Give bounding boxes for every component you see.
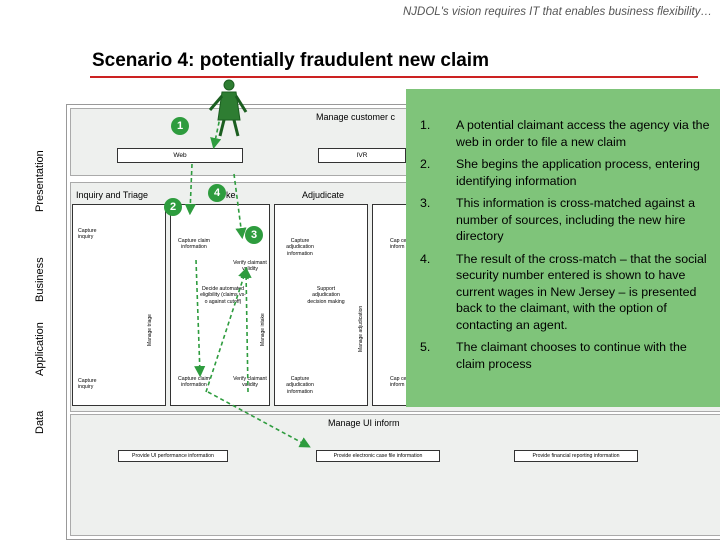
adjudicate-label: Adjudicate bbox=[302, 190, 345, 200]
note-item: 2. She begins the application process, e… bbox=[420, 156, 714, 189]
slide-title: Scenario 4: potentially fraudulent new c… bbox=[92, 50, 489, 71]
verify-validity-top: Verify claimant validity bbox=[233, 260, 267, 273]
title-rule bbox=[90, 76, 698, 78]
layer-label-data: Data bbox=[34, 410, 46, 434]
performance-info-box: Provide UI performance information bbox=[118, 450, 228, 462]
certification-panel bbox=[372, 204, 412, 406]
note-item: 1. A potential claimant access the agenc… bbox=[420, 117, 714, 150]
capture-adjudication-top: Capture adjudication information bbox=[286, 238, 314, 257]
financial-reporting-box: Provide financial reporting information bbox=[514, 450, 638, 462]
note-number: 2. bbox=[420, 157, 431, 171]
capture-inquiry-top: Capture inquiry bbox=[78, 228, 97, 241]
capture-claim-info-top: Capture claim information bbox=[177, 238, 210, 251]
case-file-info-box: Provide electronic case file information bbox=[316, 450, 440, 462]
verify-validity-bottom: Verify claimant validity bbox=[233, 376, 267, 389]
step-marker-3: 3 bbox=[245, 226, 263, 244]
note-number: 5. bbox=[420, 340, 431, 354]
scenario-notes-panel: 1. A potential claimant access the agenc… bbox=[406, 89, 720, 407]
inquiry-triage-label: Inquiry and Triage bbox=[76, 190, 149, 200]
note-text: A potential claimant access the agency v… bbox=[456, 118, 710, 149]
manage-triage-label: Manage triage bbox=[147, 314, 153, 346]
manage-customer-label: Manage customer c bbox=[316, 112, 396, 122]
capture-certification-top: Cap certi inform bbox=[390, 238, 411, 251]
support-adjudication: Support adjudication decision making bbox=[307, 286, 345, 305]
capture-inquiry-bottom: Capture inquiry bbox=[78, 378, 97, 391]
ivr-channel-box: IVR bbox=[318, 148, 406, 163]
capture-certification-bottom: Cap certi inform bbox=[390, 376, 411, 389]
note-number: 3. bbox=[420, 196, 431, 210]
data-band bbox=[70, 414, 720, 536]
decide-eligibility: Decide automated eligibility (claims vs-… bbox=[200, 286, 246, 305]
intake-label-fragment: ke bbox=[226, 190, 236, 200]
adjudicate-panel bbox=[274, 204, 368, 406]
manage-adjudication-label: Manage adjudication bbox=[358, 305, 364, 352]
layer-label-presentation: Presentation bbox=[34, 150, 46, 212]
note-item: 5. The claimant chooses to continue with… bbox=[420, 339, 714, 372]
web-channel-box: Web bbox=[117, 148, 243, 163]
manage-ui-label: Manage UI inform bbox=[328, 418, 400, 428]
note-text: The result of the cross-match – that the… bbox=[456, 251, 707, 332]
inquiry-triage-panel bbox=[72, 204, 166, 406]
note-number: 1. bbox=[420, 118, 431, 132]
note-text: This information is cross-matched agains… bbox=[456, 196, 695, 243]
note-text: She begins the application process, ente… bbox=[456, 157, 700, 188]
step-marker-4: 4 bbox=[208, 184, 226, 202]
capture-adjudication-bottom: Capture adjudication information bbox=[286, 376, 314, 395]
manage-intake-label: Manage intake bbox=[260, 313, 266, 346]
note-item: 3. This information is cross-matched aga… bbox=[420, 195, 714, 245]
note-number: 4. bbox=[420, 251, 431, 266]
step-marker-1: 1 bbox=[171, 117, 189, 135]
step-marker-2: 2 bbox=[164, 198, 182, 216]
note-item: 4. The result of the cross-match – that … bbox=[420, 251, 714, 334]
note-text: The claimant chooses to continue with th… bbox=[456, 340, 687, 371]
slide-tagline: NJDOL's vision requires IT that enables … bbox=[403, 6, 712, 18]
capture-claim-info-bottom: Capture claim information bbox=[177, 376, 210, 389]
layer-label-application: Application bbox=[34, 322, 46, 376]
layer-label-business: Business bbox=[34, 257, 46, 302]
